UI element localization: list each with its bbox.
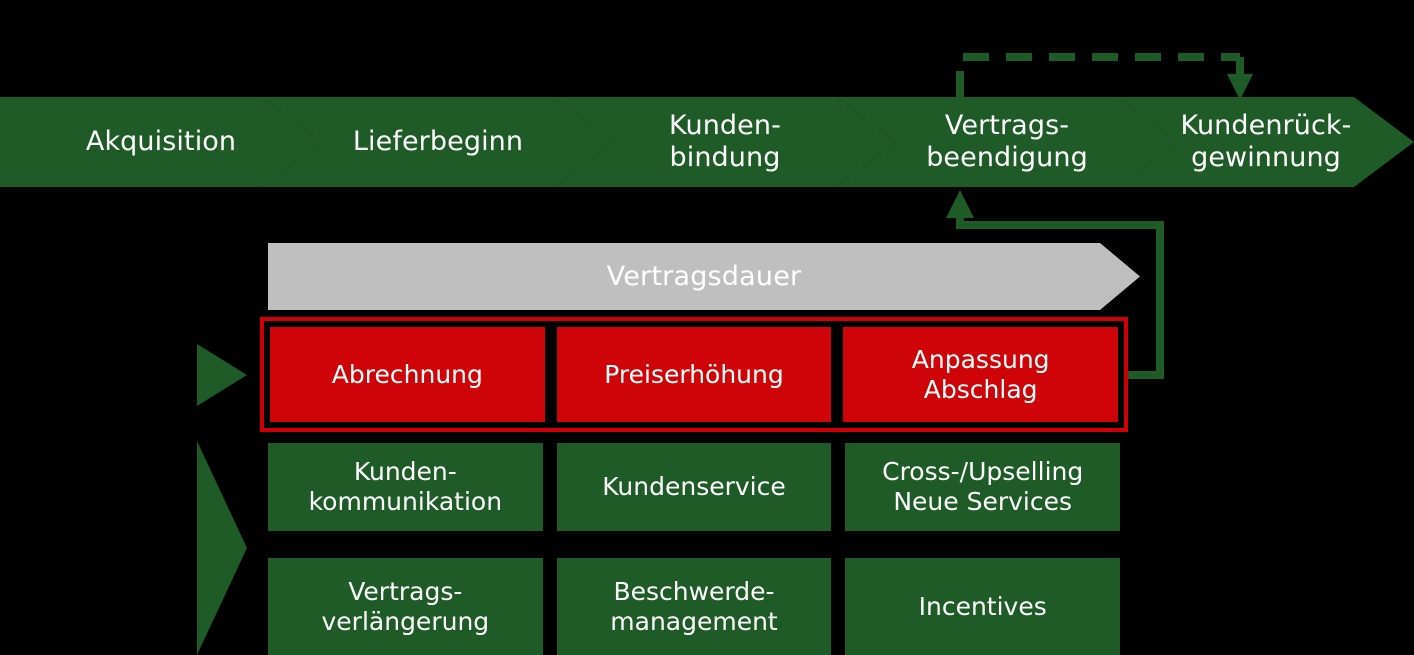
activity-cell-beschwerdemanagement[interactable]: Beschwerde- management bbox=[556, 558, 832, 655]
critical-cell-anpassung-abschlag[interactable]: Anpassung Abschlag bbox=[843, 327, 1119, 422]
activity-label-cross-upselling: Cross-/Upselling Neue Services bbox=[882, 457, 1084, 516]
arrow-up-icon bbox=[946, 190, 974, 218]
activity-cell-cross-upselling[interactable]: Cross-/Upselling Neue Services bbox=[845, 443, 1121, 531]
phase-banner: Akquisition Lieferbeginn Kunden- bindung… bbox=[0, 97, 1414, 187]
critical-label-abrechnung: Abrechnung bbox=[331, 359, 483, 389]
activity-cell-kundenkommunikation[interactable]: Kunden- kommunikation bbox=[268, 443, 543, 531]
critical-label-preiserhoehung: Preiserhöhung bbox=[604, 359, 784, 389]
activity-row-1: Kunden- kommunikation Kundenservice Cros… bbox=[268, 443, 1121, 531]
critical-activity-group: Abrechnung Preiserhöhung Anpassung Absch… bbox=[260, 317, 1128, 432]
dashed-loop-connector bbox=[956, 53, 1253, 100]
phase-chevron-akquisition[interactable]: Akquisition bbox=[0, 97, 322, 187]
critical-label-anpassung-abschlag: Anpassung Abschlag bbox=[911, 344, 1050, 404]
activity-label-kundenservice: Kundenservice bbox=[602, 472, 786, 501]
activity-cell-vertragsverlaengerung[interactable]: Vertrags- verlängerung bbox=[268, 558, 543, 655]
phase-label-akquisition: Akquisition bbox=[85, 126, 237, 158]
critical-cell-abrechnung[interactable]: Abrechnung bbox=[270, 327, 545, 422]
phase-label-vertragsbeendigung: Vertrags- beendigung bbox=[926, 110, 1088, 173]
triangle-right-icon-critical bbox=[197, 344, 247, 406]
activity-label-incentives: Incentives bbox=[918, 591, 1047, 621]
dashed-loop-path bbox=[956, 53, 1240, 97]
contract-duration-label: Vertragsdauer bbox=[606, 261, 802, 292]
activity-row-2: Vertrags- verlängerung Beschwerde- manag… bbox=[268, 558, 1121, 655]
activity-label-beschwerdemanagement: Beschwerde- management bbox=[610, 576, 778, 636]
triangle-right-icon-activities bbox=[197, 441, 247, 655]
activity-label-vertragsverlaengerung: Vertrags- verlängerung bbox=[321, 576, 490, 636]
activity-label-kundenkommunikation: Kunden- kommunikation bbox=[308, 457, 503, 516]
phase-label-kundenrueckgewinnung: Kundenrück- gewinnung bbox=[1180, 110, 1352, 173]
critical-cell-preiserhoehung[interactable]: Preiserhöhung bbox=[556, 327, 832, 422]
activity-cell-incentives[interactable]: Incentives bbox=[845, 558, 1121, 655]
contract-duration-bar[interactable]: Vertragsdauer bbox=[268, 243, 1140, 310]
activity-cell-kundenservice[interactable]: Kundenservice bbox=[556, 443, 832, 531]
phase-label-kundenbindung: Kunden- bindung bbox=[669, 110, 781, 173]
phase-label-lieferbeginn: Lieferbeginn bbox=[352, 126, 524, 158]
